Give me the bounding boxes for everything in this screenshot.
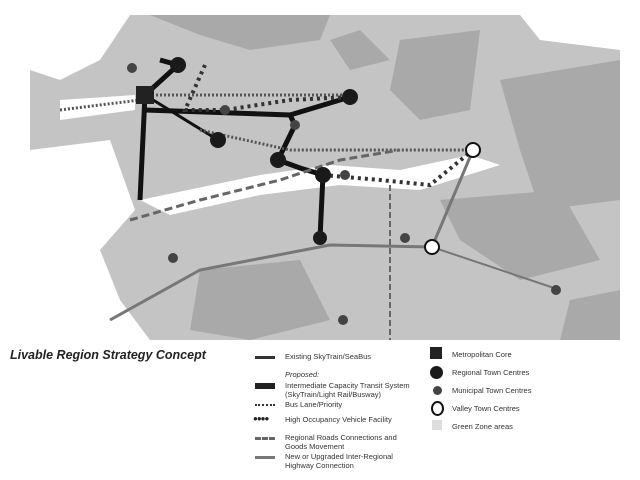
legend-roads: Regional Roads Connections and [285, 433, 397, 442]
legend-green: Green Zone areas [452, 422, 513, 431]
legend-highway: New or Upgraded Inter-Regional [285, 452, 393, 461]
legend-icts: Intermediate Capacity Transit System [285, 381, 410, 390]
hov-swatch: ●●●● [253, 414, 269, 423]
legend-bus: Bus Lane/Priority [285, 400, 343, 409]
green-zones [150, 15, 620, 340]
valley-town-centre [424, 239, 440, 255]
regional-roads-swatch [255, 437, 275, 440]
legend-regional: Regional Town Centres [452, 368, 530, 377]
municipal-town-centre [127, 63, 137, 73]
icts-swatch [255, 383, 275, 389]
municipal-centre-swatch [433, 386, 442, 395]
town-centres [127, 57, 561, 325]
municipal-town-centre [400, 233, 410, 243]
regional-centre-swatch [430, 366, 443, 379]
legend-proposed: Proposed: [285, 370, 320, 379]
legend-valley: Valley Town Centres [452, 404, 520, 413]
regional-town-centre [315, 167, 331, 183]
bus-lane-swatch [255, 404, 275, 406]
municipal-town-centre [220, 105, 230, 115]
regional-map [30, 15, 620, 340]
routes [59, 57, 561, 340]
valley-centre-swatch [431, 401, 444, 416]
regional-town-centre [342, 89, 358, 105]
municipal-town-centre [340, 170, 350, 180]
water [30, 15, 620, 340]
highway-swatch [255, 456, 275, 459]
legend-municipal: Municipal Town Centres [452, 386, 532, 395]
map-title: Livable Region Strategy Concept [10, 348, 206, 362]
metropolitan-core-swatch [430, 347, 442, 359]
metropolitan-core-marker [136, 86, 154, 104]
legend-icts-2: (SkyTrain/Light Rail/Busway) [285, 390, 382, 399]
municipal-town-centre [168, 253, 178, 263]
regional-town-centre [270, 152, 286, 168]
legend-highway-2: Highway Connection [285, 461, 354, 470]
legend-existing: Existing SkyTrain/SeaBus [285, 352, 372, 361]
legend-roads-2: Goods Movement [285, 442, 345, 451]
regional-town-centre [210, 132, 226, 148]
valley-town-centre [465, 142, 481, 158]
regional-town-centre [313, 231, 327, 245]
municipal-town-centre [551, 285, 561, 295]
municipal-town-centre [338, 315, 348, 325]
legend-hov: High Occupancy Vehicle Facility [285, 415, 392, 424]
regional-town-centre [170, 57, 186, 73]
existing-skytrain-swatch [255, 356, 275, 359]
municipal-town-centre [290, 120, 300, 130]
legend-metro: Metropolitan Core [452, 350, 512, 359]
green-zone-swatch [432, 420, 442, 430]
